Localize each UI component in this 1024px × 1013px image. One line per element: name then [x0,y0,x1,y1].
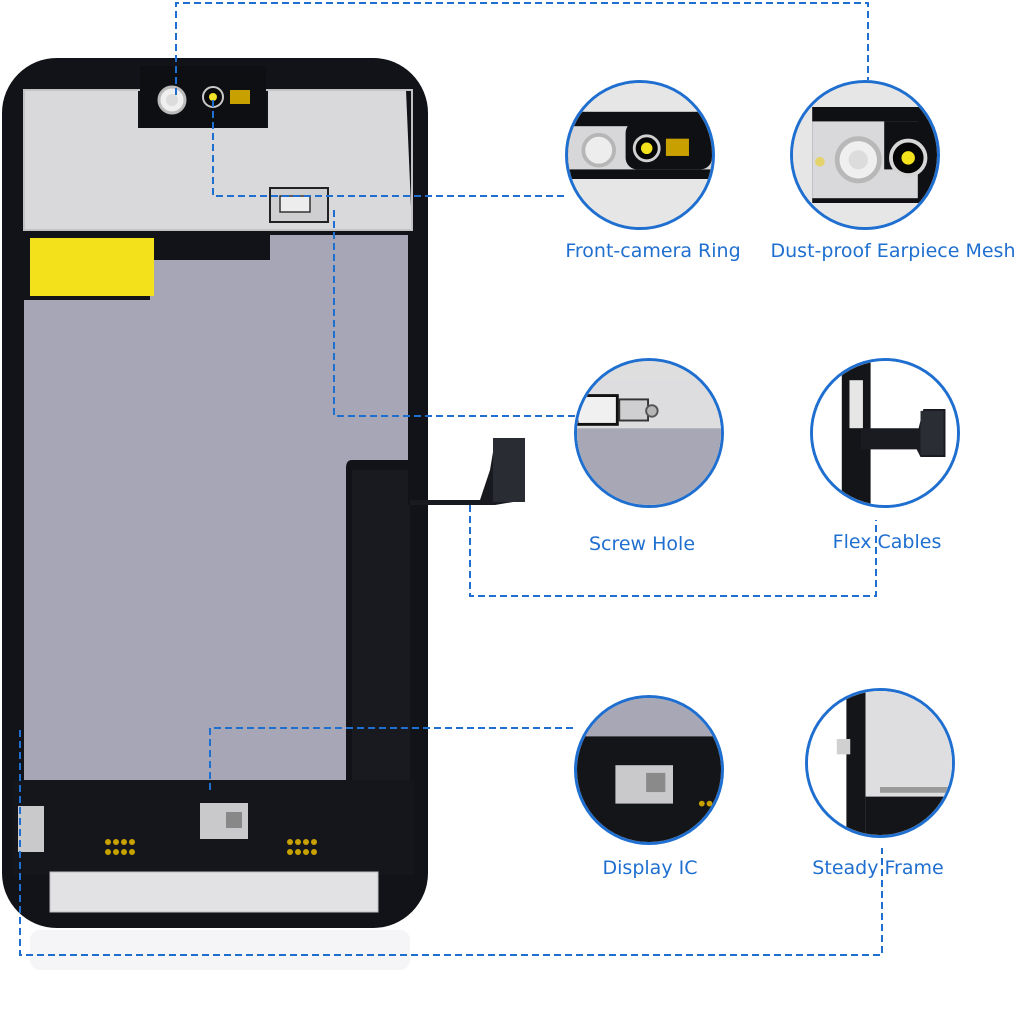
label-flex-cables: Flex Cables [832,531,942,553]
bottom-metal-strip [49,871,379,913]
callout-flex-cables [810,358,960,508]
callout-display-ic [574,695,724,845]
callout-earpiece-mesh [790,80,940,230]
callout-steady-frame [805,688,955,838]
label-display-ic: Display IC [602,857,698,879]
flex-cable [352,440,525,800]
label-screw-hole: Screw Hole [588,533,696,555]
contact-pads [105,839,317,855]
yellow-tape [30,238,154,296]
callout-screw-hole [574,358,724,508]
callout-front-camera-ring [565,80,715,230]
label-earpiece-mesh: Dust-proof Earpiece Mesh [770,240,1016,262]
label-front-camera-ring: Front-camera Ring [565,240,741,262]
callout-lines [19,2,883,956]
phone-reflection [30,930,410,970]
label-steady-frame: Steady Frame [812,857,944,879]
shield-sheet [24,235,408,780]
